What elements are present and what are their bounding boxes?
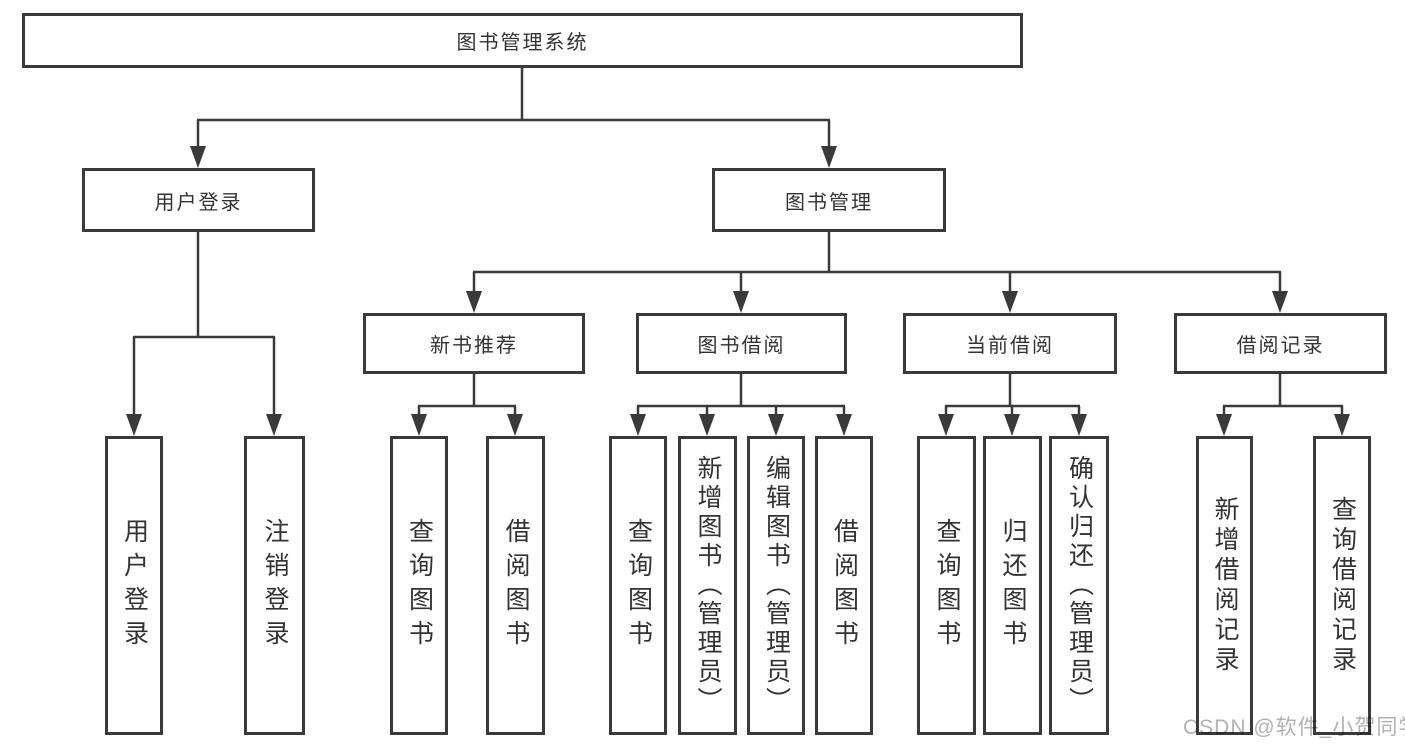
tree-edges: [132, 67, 1344, 419]
leaf-borrow-books-recommend: 借阅图书: [486, 436, 545, 735]
leaf-query-books-recommend: 查询图书: [390, 436, 448, 735]
arrowhead-icon: [768, 414, 784, 436]
arrowhead-icon: [411, 414, 427, 436]
leaf-return-books: 归还图书: [983, 436, 1042, 735]
arrowhead-icon: [507, 414, 523, 436]
leaf-add-books-admin: 新增图书（管理员）: [678, 436, 737, 735]
node-current-borrowing: 当前借阅: [903, 313, 1117, 374]
arrowhead-icon: [699, 414, 715, 436]
leaf-query-books-current: 查询图书: [917, 436, 976, 735]
arrowhead-icon: [836, 414, 852, 436]
arrowhead-icon: [1216, 414, 1232, 436]
arrowhead-icon: [126, 414, 142, 436]
leaf-logout: 注销登录: [244, 436, 305, 735]
arrowhead-icon: [1272, 291, 1288, 313]
arrowhead-icon: [733, 291, 749, 313]
leaf-add-borrow-record: 新增借阅记录: [1196, 436, 1253, 735]
node-book-management: 图书管理: [712, 168, 946, 232]
node-borrowing-records: 借阅记录: [1174, 313, 1387, 374]
arrowhead-icon: [190, 146, 206, 168]
node-book-borrowing: 图书借阅: [636, 313, 847, 374]
arrowhead-icon: [821, 146, 837, 168]
leaf-edit-books-admin: 编辑图书（管理员）: [747, 436, 805, 735]
arrowhead-icon: [1004, 414, 1020, 436]
leaf-borrow-books-borrowing: 借阅图书: [815, 436, 873, 735]
leaf-query-books-borrowing: 查询图书: [609, 436, 667, 735]
arrowhead-icon: [1071, 414, 1087, 436]
node-library-management-system: 图书管理系统: [22, 13, 1023, 68]
arrowhead-icon: [466, 291, 482, 313]
leaf-user-login: 用户登录: [105, 436, 163, 735]
arrowhead-icon: [1334, 414, 1350, 436]
arrowhead-icon: [1002, 291, 1018, 313]
leaf-confirm-return-admin: 确认归还（管理员）: [1049, 436, 1109, 735]
leaf-query-borrow-record: 查询借阅记录: [1313, 436, 1371, 735]
node-new-book-recommendation: 新书推荐: [363, 313, 585, 374]
watermark: CSDN @软件_小贺同学: [1183, 716, 1405, 739]
node-user-login: 用户登录: [82, 168, 315, 232]
arrowhead-icon: [938, 414, 954, 436]
arrowhead-icon: [266, 414, 282, 436]
arrowhead-icon: [630, 414, 646, 436]
connector-arrows: [126, 146, 1350, 436]
